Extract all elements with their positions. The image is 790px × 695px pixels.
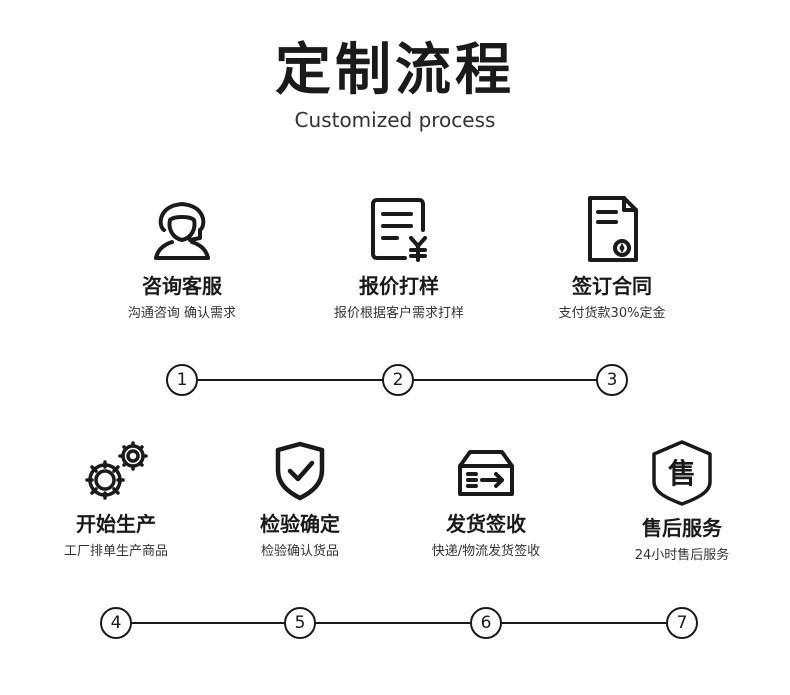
step-quote: 报价打样 报价根据客户需求打样 <box>289 194 509 324</box>
step-number-4: 4 <box>100 607 132 639</box>
page-subtitle: Customized process <box>294 108 496 132</box>
step-name: 开始生产 <box>76 512 156 536</box>
step-number-1: 1 <box>166 364 198 396</box>
step-inspection: 检验确定 检验确认货品 <box>190 438 410 562</box>
step-number-2: 2 <box>382 364 414 396</box>
step-desc: 工厂排单生产商品 <box>63 544 168 559</box>
step-name: 检验确定 <box>260 512 340 536</box>
page-title: 定制流程 <box>275 38 515 103</box>
step-production: 开始生产 工厂排单生产商品 <box>6 438 226 562</box>
shipping-box-icon <box>458 450 514 496</box>
after-sales-icon: 售 <box>652 440 712 506</box>
step-name: 售后服务 <box>642 516 722 540</box>
step-shipping: 发货签收 快递/物流发货签收 <box>376 438 596 562</box>
step-number-7: 7 <box>666 607 698 639</box>
step-desc: 24小时售后服务 <box>634 548 730 563</box>
step-name: 发货签收 <box>446 512 526 536</box>
customer-service-icon <box>154 202 210 260</box>
step-desc: 支付货款30%定金 <box>558 306 666 321</box>
step-desc: 检验确认货品 <box>260 544 339 559</box>
step-desc: 快递/物流发货签收 <box>431 544 541 559</box>
step-number-6: 6 <box>470 607 502 639</box>
step-name: 签订合同 <box>572 274 652 298</box>
timeline-line-2 <box>116 622 682 624</box>
step-after-sales: 售 售后服务 24小时售后服务 <box>572 438 790 566</box>
step-number-5: 5 <box>284 607 316 639</box>
step-name: 咨询客服 <box>142 274 222 298</box>
step-name: 报价打样 <box>359 274 439 298</box>
contract-icon <box>588 196 638 262</box>
step-desc: 沟通咨询 确认需求 <box>127 306 237 321</box>
step-number-3: 3 <box>596 364 628 396</box>
step-contract: 签订合同 支付货款30%定金 <box>502 194 722 324</box>
step-consult: 咨询客服 沟通咨询 确认需求 <box>72 194 292 324</box>
after-sales-glyph: 售 <box>668 457 696 490</box>
step-desc: 报价根据客户需求打样 <box>333 306 464 321</box>
gears-icon <box>85 441 148 500</box>
quote-document-icon <box>371 198 427 262</box>
shield-check-icon <box>275 441 325 501</box>
